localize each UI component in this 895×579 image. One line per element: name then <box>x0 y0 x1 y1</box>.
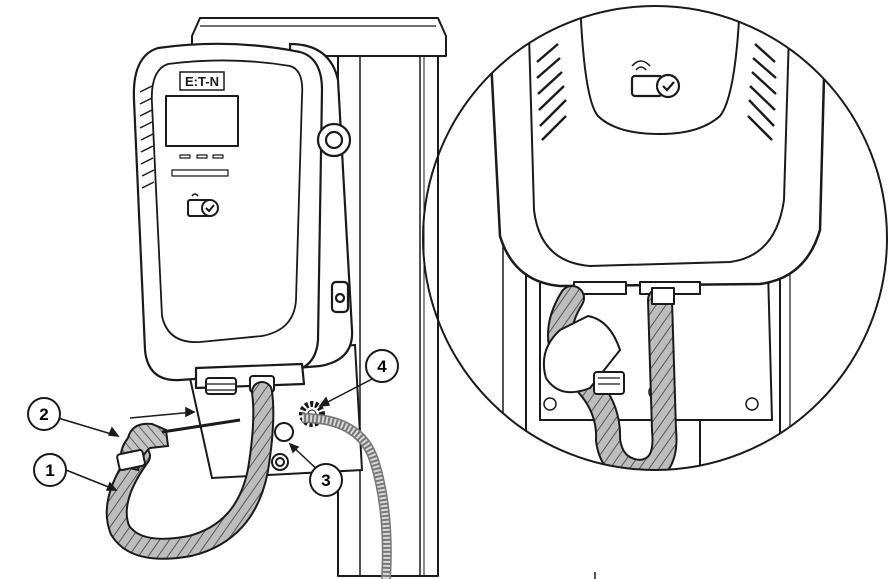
svg-text:E:T-N: E:T-N <box>185 74 219 89</box>
callout-4: 4 <box>365 349 399 383</box>
rfid-card-icon <box>630 60 681 99</box>
svg-text:2: 2 <box>39 405 48 424</box>
callout-3: 3 <box>309 463 343 497</box>
svg-text:4: 4 <box>377 357 387 376</box>
cable-gland-left <box>205 377 237 395</box>
wallbox-housing <box>132 42 354 390</box>
rfid-card-icon <box>187 193 219 217</box>
display-screen <box>165 95 239 147</box>
elbow-connector <box>116 418 241 472</box>
status-leds <box>171 154 229 177</box>
svg-text:3: 3 <box>321 471 330 490</box>
detail-circle <box>422 5 888 471</box>
side-vents-left <box>139 85 155 189</box>
cable-entry-hole <box>274 422 294 442</box>
callout-1: 1 <box>33 453 67 487</box>
callout-2: 2 <box>27 397 61 431</box>
brand-logo: E:T-N <box>179 71 225 91</box>
svg-text:1: 1 <box>45 461 54 480</box>
leader-lines <box>57 377 375 491</box>
detail-zoom <box>422 5 888 471</box>
